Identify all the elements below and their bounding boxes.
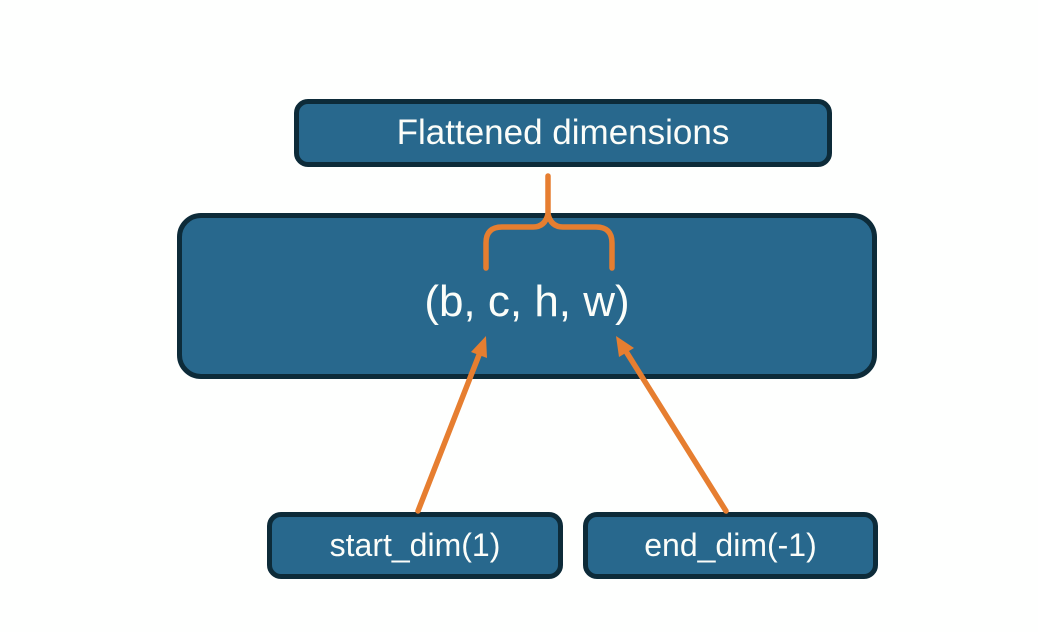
node-tensor-shape-tuple: (b, c, h, w) [177, 213, 877, 379]
node-start-dim-label: start_dim(1) [329, 527, 501, 563]
node-end-dim-label: end_dim(-1) [644, 527, 817, 563]
node-tensor-shape-tuple-label: (b, c, h, w) [424, 277, 630, 326]
node-start-dim: start_dim(1) [267, 512, 563, 579]
node-end-dim: end_dim(-1) [583, 512, 878, 579]
node-flattened-dimensions-label: Flattened dimensions [396, 113, 730, 152]
node-flattened-dimensions: Flattened dimensions [294, 99, 832, 167]
